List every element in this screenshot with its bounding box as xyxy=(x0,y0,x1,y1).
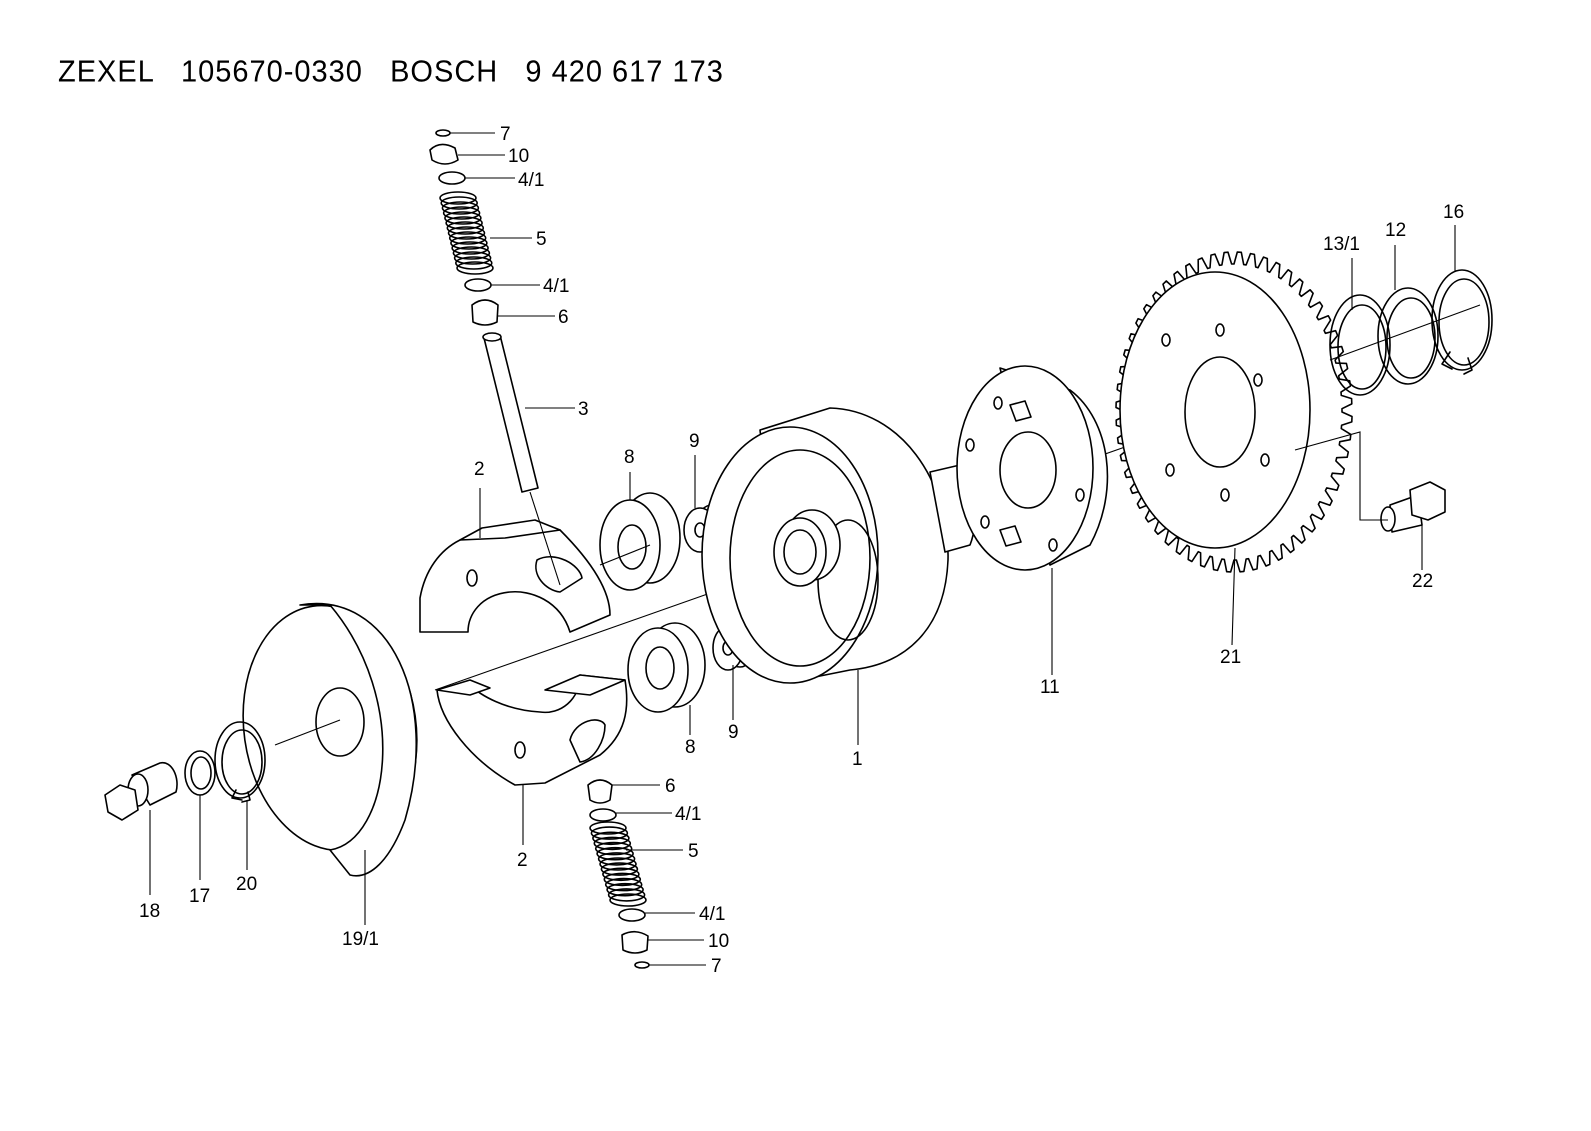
spring-coil xyxy=(603,872,642,887)
label-11: 11 xyxy=(1040,677,1060,698)
spring-coil xyxy=(607,888,646,902)
spring-coil xyxy=(442,206,481,220)
ring-axis-line xyxy=(1329,304,1481,361)
label-10-bottom: 10 xyxy=(708,931,729,952)
snap-ring-part-7-top xyxy=(435,129,451,137)
label-9-bottom: 9 xyxy=(728,722,739,743)
ring-part-12 xyxy=(1377,287,1439,385)
label-8-top: 8 xyxy=(624,447,635,468)
washer-part-4-1-top-b xyxy=(464,278,492,292)
circlip-part-20 xyxy=(214,721,266,803)
label-19-1: 19/1 xyxy=(342,929,379,950)
spring-coil xyxy=(446,221,485,235)
washer-part-8-bottom xyxy=(627,622,706,713)
spring-coil xyxy=(454,256,493,270)
label-1: 1 xyxy=(852,749,863,770)
label-22: 22 xyxy=(1412,571,1433,592)
label-5-top: 5 xyxy=(536,229,547,250)
label-9-top: 9 xyxy=(689,431,700,452)
spring-coil xyxy=(456,261,494,275)
washer-part-8-top xyxy=(599,492,681,591)
label-4-1-top-a: 4/1 xyxy=(518,170,544,191)
label-6-bottom: 6 xyxy=(665,776,676,797)
label-18: 18 xyxy=(139,901,160,922)
spring-coil xyxy=(590,826,629,840)
ring-part-17 xyxy=(184,750,216,796)
spring-coil xyxy=(596,846,634,861)
spring-coil xyxy=(604,877,643,892)
bearing-half-part-2-bottom xyxy=(436,674,628,786)
label-4-1-bottom-a: 4/1 xyxy=(675,804,701,825)
plug-part-18 xyxy=(104,762,178,821)
spring-stack-bottom xyxy=(587,779,650,969)
spring-coil xyxy=(602,867,640,882)
spring-coil xyxy=(453,251,492,265)
spring-coil xyxy=(600,862,639,876)
label-16: 16 xyxy=(1443,202,1464,223)
washer-part-4-1-top-a xyxy=(438,171,466,185)
seat-part-6-top xyxy=(471,299,499,326)
label-7-bottom: 7 xyxy=(711,956,722,977)
leader-lines xyxy=(149,132,1456,966)
circlip-part-16 xyxy=(1431,269,1493,375)
flange-part-11 xyxy=(956,365,1109,571)
label-17: 17 xyxy=(189,886,210,907)
spring-coil xyxy=(593,836,632,851)
label-4-1-bottom-b: 4/1 xyxy=(699,904,725,925)
washer-part-4-1-bottom-b xyxy=(618,908,646,922)
cap-part-10-top xyxy=(429,143,459,165)
spring-coil xyxy=(599,857,637,871)
label-21: 21 xyxy=(1220,647,1241,668)
ring-part-13-1 xyxy=(1329,294,1391,396)
bearing-half-part-2-top xyxy=(419,519,611,633)
spring-coil xyxy=(451,241,489,255)
label-3: 3 xyxy=(578,399,589,420)
shaft-part-3 xyxy=(482,332,561,586)
gear-part-21 xyxy=(1115,251,1353,573)
spring-coil xyxy=(589,821,627,835)
part-number-labels: 7 10 4/1 5 4/1 6 3 2 8 9 13/1 12 16 22 2… xyxy=(139,124,1464,977)
label-6-top: 6 xyxy=(558,307,569,328)
cap-part-10-bottom xyxy=(621,930,649,954)
disc-part-19-1 xyxy=(242,602,418,877)
housing-part-1 xyxy=(701,407,976,684)
label-5-bottom: 5 xyxy=(688,841,699,862)
label-12: 12 xyxy=(1385,220,1406,241)
spring-coil xyxy=(450,236,488,250)
spring-coil xyxy=(609,893,647,907)
spring-coil xyxy=(592,831,630,846)
spring-coil xyxy=(445,216,483,230)
spring-coil xyxy=(440,196,479,210)
spring-coil xyxy=(606,882,644,897)
label-8-bottom: 8 xyxy=(685,737,696,758)
spring-coil xyxy=(597,852,636,866)
label-2-top: 2 xyxy=(474,459,485,480)
spring-stack-top xyxy=(429,129,499,326)
spring-coil xyxy=(444,211,482,225)
spring-part-5-top xyxy=(439,191,494,275)
page-title: ZEXEL 105670-0330 BOSCH 9 420 617 173 xyxy=(58,55,724,89)
washer-part-4-1-bottom-a xyxy=(589,808,617,822)
spring-coil xyxy=(452,246,491,260)
spring-coil xyxy=(441,201,480,215)
spring-coil xyxy=(447,226,486,240)
seat-part-6-bottom xyxy=(587,779,613,804)
label-20: 20 xyxy=(236,874,257,895)
spring-coil xyxy=(448,231,487,245)
spring-coil xyxy=(439,191,477,205)
label-7-top: 7 xyxy=(500,124,511,145)
spring-coil xyxy=(594,841,633,856)
label-13-1: 13/1 xyxy=(1323,234,1360,255)
bolt-part-22 xyxy=(1294,431,1446,533)
label-2-bottom: 2 xyxy=(517,850,528,871)
label-4-1-top-b: 4/1 xyxy=(543,276,569,297)
spring-part-5-bottom xyxy=(589,821,647,907)
label-10-top: 10 xyxy=(508,146,529,167)
snap-ring-part-7-bottom xyxy=(634,961,650,969)
